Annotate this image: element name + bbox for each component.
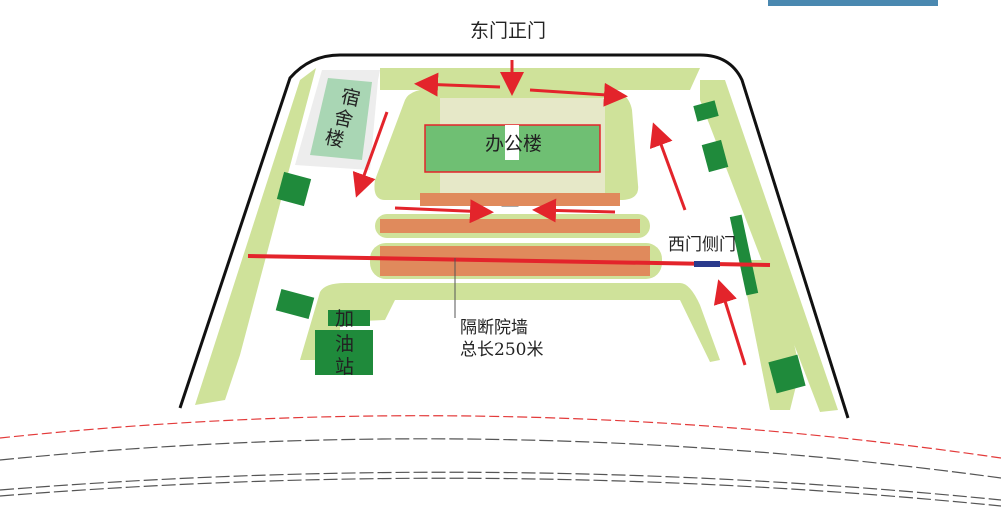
small-buildings — [275, 100, 806, 394]
traffic-arrows — [352, 60, 747, 366]
office-building — [424, 98, 605, 207]
corner-logo-fragment — [768, 0, 938, 6]
svg-text:宿: 宿 — [339, 85, 362, 110]
gas-station-lawn — [300, 283, 720, 362]
label-office-building: 办公楼 — [485, 133, 542, 155]
svg-text:加: 加 — [335, 308, 354, 330]
svg-text:楼: 楼 — [323, 126, 346, 151]
site-boundary — [178, 53, 850, 419]
label-wall-name: 隔断院墙 — [460, 318, 528, 338]
label-west-side-gate: 西门侧门 — [668, 235, 736, 255]
svg-text:舍: 舍 — [332, 106, 355, 131]
svg-text:油: 油 — [335, 333, 354, 355]
gas-station — [315, 310, 373, 375]
dividing-wall-line — [247, 254, 771, 267]
label-east-main-gate: 东门正门 — [470, 20, 546, 42]
svg-text:站: 站 — [335, 356, 354, 378]
label-wall-length: 总长250米 — [460, 340, 543, 360]
west-gate-marker — [694, 261, 720, 267]
label-dormitory: 宿 舍 楼 — [323, 85, 362, 151]
dormitory-building — [295, 70, 380, 170]
road-lines — [0, 415, 1001, 507]
label-gas-station: 加 油 站 — [335, 308, 354, 378]
